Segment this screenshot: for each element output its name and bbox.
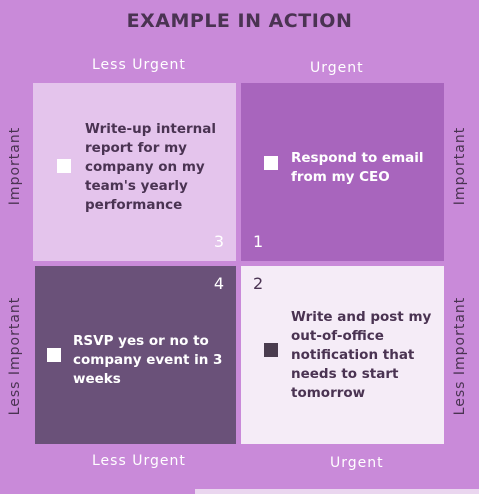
- task-text: Write-up internal report for my company …: [85, 121, 216, 213]
- checkbox-icon[interactable]: [264, 156, 278, 170]
- quadrant-number: 1: [253, 232, 264, 251]
- task-text: RSVP yes or no to company event in 3 wee…: [73, 333, 223, 387]
- quadrant-2: Write and post my out-of-office notifica…: [241, 266, 444, 444]
- task-text: Write and post my out-of-office notifica…: [291, 309, 432, 401]
- checkbox-icon[interactable]: [264, 343, 278, 357]
- checkbox-icon[interactable]: [47, 348, 61, 362]
- bottom-bar: [195, 489, 479, 494]
- axis-label-top-urgent: Urgent: [310, 60, 364, 76]
- axis-label-top-less-urgent: Less Urgent: [92, 57, 186, 73]
- quadrant-number: 2: [253, 274, 264, 293]
- quadrant-number: 4: [213, 274, 224, 293]
- quadrant-number: 3: [213, 232, 224, 251]
- quadrant-4: RSVP yes or no to company event in 3 wee…: [35, 266, 236, 444]
- axis-label-left-important: Important: [7, 126, 23, 206]
- checkbox-icon[interactable]: [57, 159, 71, 173]
- axis-label-bottom-urgent: Urgent: [330, 455, 384, 471]
- diagram-title: EXAMPLE IN ACTION: [126, 10, 353, 32]
- axis-label-right-less-important: Less Important: [452, 296, 468, 416]
- axis-label-left-less-important: Less Important: [7, 296, 23, 416]
- axis-label-right-important: Important: [452, 126, 468, 206]
- quadrant-3: Write-up internal report for my company …: [33, 83, 236, 261]
- axis-label-bottom-less-urgent: Less Urgent: [92, 453, 186, 469]
- quadrant-1: Respond to email from my CEO 1: [241, 83, 444, 261]
- task-text: Respond to email from my CEO: [291, 150, 424, 185]
